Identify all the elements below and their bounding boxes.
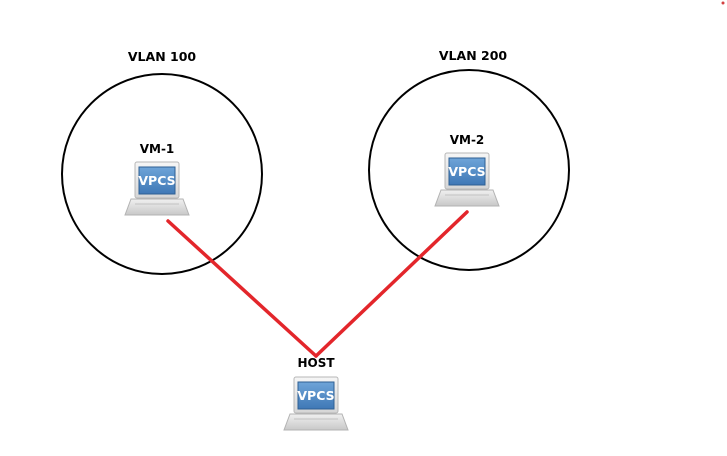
node-vm-2-label: VM-2 [450,133,485,147]
node-host-label: HOST [297,356,335,370]
node-vm-2[interactable]: VM-2 VPCS [434,133,500,207]
vm-1-device-text: VPCS [138,173,175,188]
vlan-200-zone: VLAN 200 [368,48,570,271]
node-vm-1-label: VM-1 [140,142,175,156]
host-device-text: VPCS [297,388,334,403]
laptop-icon: VPCS [434,152,500,207]
laptop-icon: VPCS [124,161,190,216]
link-vm1-host[interactable] [166,219,318,358]
link-vm2-host[interactable] [314,210,469,358]
vlan-100-zone: VLAN 100 [61,49,263,275]
vlan-100-label: VLAN 100 [128,49,197,64]
node-vm-1[interactable]: VM-1 VPCS [124,142,190,216]
laptop-icon: VPCS [283,376,349,431]
node-host[interactable]: HOST VPCS [283,356,349,431]
vlan-100-circle [61,73,263,275]
vm-2-device-text: VPCS [448,164,485,179]
vlan-200-label: VLAN 200 [439,48,508,63]
vlan-200-circle [368,69,570,271]
corner-marker-dot [721,1,725,5]
